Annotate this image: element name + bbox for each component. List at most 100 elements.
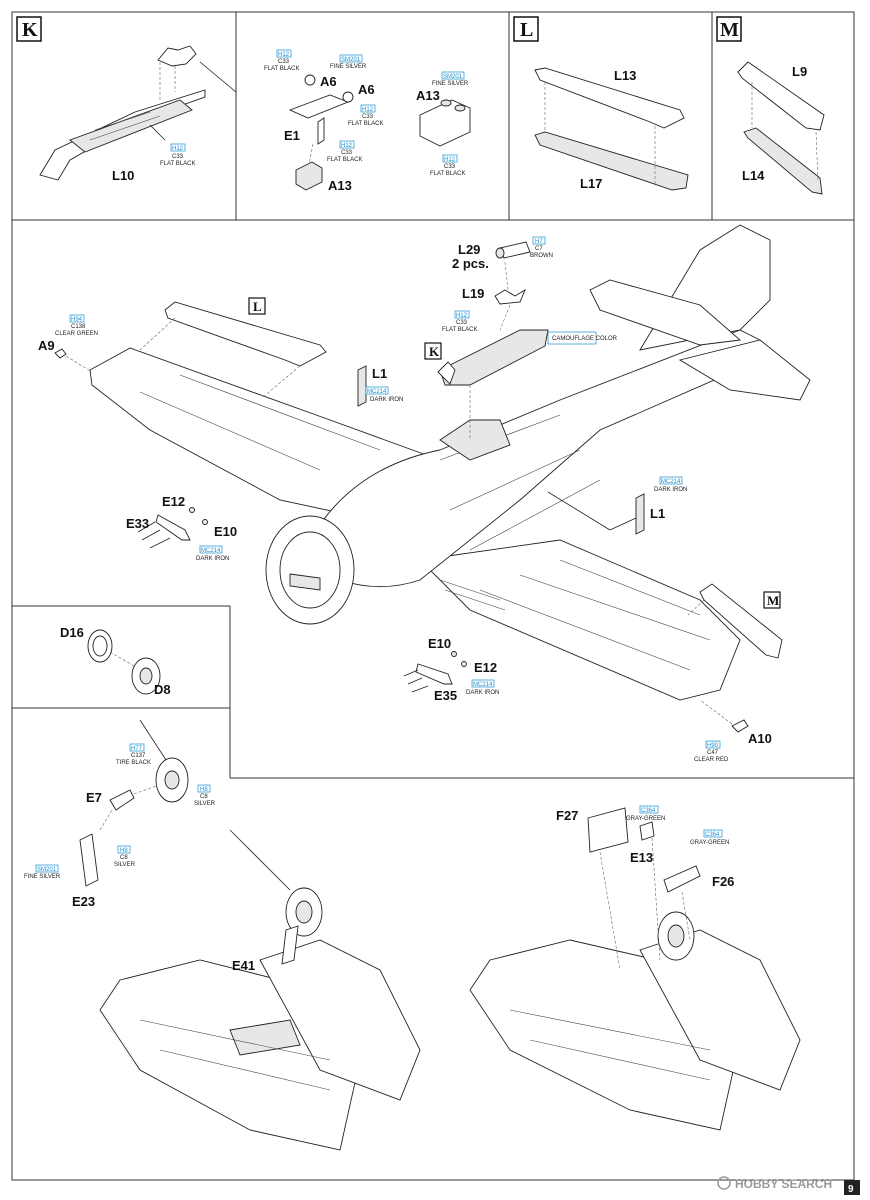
label-F26: F26 bbox=[712, 874, 734, 889]
main-section-m-badge bbox=[763, 591, 781, 609]
section-l-letter: L bbox=[520, 19, 533, 41]
section-k-badge bbox=[16, 16, 42, 42]
main-section-k-badge bbox=[424, 342, 442, 360]
label-A9: A9 bbox=[38, 338, 55, 353]
label-E41: E41 bbox=[232, 958, 255, 973]
label-L1-b: L1 bbox=[650, 506, 665, 521]
svg-text:C138: C138 bbox=[71, 324, 86, 330]
section-a6-e1: A6 A6 E1 A13 A13 H12 C33 FLAT BLACK SM20… bbox=[264, 49, 471, 193]
underside-view-right bbox=[469, 807, 801, 1131]
svg-text:C33: C33 bbox=[456, 320, 468, 326]
callout-silver-wheel: H8 C8 SILVER bbox=[194, 784, 216, 807]
label-L17: L17 bbox=[580, 176, 602, 191]
svg-text:FINE SILVER: FINE SILVER bbox=[24, 874, 61, 880]
svg-text:CLEAR GREEN: CLEAR GREEN bbox=[55, 331, 98, 337]
label-A6-a: A6 bbox=[320, 74, 337, 89]
svg-text:SM201: SM201 bbox=[443, 74, 463, 80]
callout-gray-green-f26: C364 GRAY-GREEN bbox=[690, 829, 729, 846]
label-D8: D8 bbox=[154, 682, 171, 697]
svg-text:FLAT BLACK: FLAT BLACK bbox=[442, 327, 477, 333]
label-A10: A10 bbox=[748, 731, 772, 746]
panel-frames bbox=[11, 11, 855, 1181]
label-L1-a: L1 bbox=[372, 366, 387, 381]
label-E12-b: E12 bbox=[474, 660, 497, 675]
callout-tire-black: H77 C137 TIRE BLACK bbox=[116, 743, 151, 766]
svg-text:H8: H8 bbox=[120, 848, 128, 854]
label-E33: E33 bbox=[126, 516, 149, 531]
callout-dark-iron-e10a: MC214 DARK IRON bbox=[196, 545, 229, 562]
label-A13-a: A13 bbox=[328, 178, 352, 193]
label-L13: L13 bbox=[614, 68, 636, 83]
svg-text:H77: H77 bbox=[131, 746, 143, 752]
svg-text:GRAY-GREEN: GRAY-GREEN bbox=[690, 840, 729, 846]
callout-fine-silver-e1: SM201 FINE SILVER bbox=[330, 54, 367, 70]
svg-text:C33: C33 bbox=[341, 150, 353, 156]
gun-barrels-right bbox=[403, 651, 467, 693]
section-m-letter: M bbox=[720, 19, 739, 41]
svg-text:H12: H12 bbox=[278, 52, 290, 58]
nav-light-a9 bbox=[54, 348, 93, 373]
svg-text:C7: C7 bbox=[535, 246, 543, 252]
svg-text:MC214: MC214 bbox=[367, 389, 387, 395]
section-k: K L10 H12 C33 FLAT BLACK bbox=[16, 16, 237, 183]
svg-text:K: K bbox=[429, 344, 440, 359]
svg-text:C33: C33 bbox=[278, 59, 290, 65]
label-E7: E7 bbox=[86, 790, 102, 805]
svg-text:MC214: MC214 bbox=[473, 682, 493, 688]
label-D16: D16 bbox=[60, 625, 84, 640]
svg-text:SILVER: SILVER bbox=[114, 862, 136, 868]
callout-flat-black-a13b: H12 C33 FLAT BLACK bbox=[430, 154, 465, 177]
section-l: L L13 L17 bbox=[513, 16, 689, 191]
callout-silver-e7: H8 C8 SILVER bbox=[114, 845, 136, 868]
main-aircraft-drawing bbox=[89, 224, 811, 701]
svg-text:GRAY-GREEN: GRAY-GREEN bbox=[626, 816, 665, 822]
section-l-badge bbox=[513, 16, 539, 42]
callout-flat-black-a6b: H12 C33 FLAT BLACK bbox=[348, 104, 383, 127]
callout-flat-black-a6: H12 C33 FLAT BLACK bbox=[264, 49, 299, 72]
page-number-text: 9 bbox=[848, 1184, 854, 1195]
svg-text:CLEAR RED: CLEAR RED bbox=[694, 757, 729, 763]
watermark: HOBBY SEARCH bbox=[717, 1176, 832, 1191]
main-floor-k: K CAMOUFLAGE COLOR bbox=[424, 329, 618, 440]
svg-text:C33: C33 bbox=[362, 114, 374, 120]
svg-text:SM201: SM201 bbox=[341, 57, 361, 63]
svg-text:TIRE BLACK: TIRE BLACK bbox=[116, 760, 151, 766]
svg-text:C8: C8 bbox=[120, 855, 128, 861]
page-number: 9 bbox=[844, 1180, 860, 1195]
label-L9: L9 bbox=[792, 64, 807, 79]
svg-text:FLAT BLACK: FLAT BLACK bbox=[160, 161, 195, 167]
callout-dark-iron-l1a: MC214 DARK IRON bbox=[365, 386, 403, 403]
svg-text:H94: H94 bbox=[71, 317, 83, 323]
callout-flat-black-l19: H12 C33 FLAT BLACK bbox=[442, 310, 477, 333]
svg-text:FLAT BLACK: FLAT BLACK bbox=[348, 121, 383, 127]
main-section-l-badge bbox=[248, 297, 266, 315]
label-L19: L19 bbox=[462, 286, 484, 301]
svg-text:SM201: SM201 bbox=[37, 867, 57, 873]
svg-text:H12: H12 bbox=[362, 107, 374, 113]
svg-text:DARK IRON: DARK IRON bbox=[466, 690, 499, 696]
wheel-d16-d8 bbox=[87, 629, 161, 695]
callout-clear-red: H90 C47 CLEAR RED bbox=[694, 740, 729, 763]
section-k-letter: K bbox=[22, 19, 38, 41]
label-A13-b: A13 bbox=[416, 88, 440, 103]
gun-mount-drawing bbox=[288, 74, 471, 191]
section-m-badge bbox=[716, 16, 742, 42]
gun-trough-l1 bbox=[357, 365, 645, 535]
svg-text:SILVER: SILVER bbox=[194, 801, 216, 807]
svg-text:DARK IRON: DARK IRON bbox=[196, 556, 229, 562]
svg-text:H12: H12 bbox=[341, 143, 353, 149]
underside-view-left bbox=[99, 829, 421, 1151]
svg-text:H12: H12 bbox=[172, 146, 184, 152]
callout-flat-black-k: H12 C33 FLAT BLACK bbox=[149, 124, 195, 167]
svg-text:C364: C364 bbox=[641, 808, 656, 814]
svg-text:MC214: MC214 bbox=[661, 479, 681, 485]
svg-text:M: M bbox=[767, 593, 779, 608]
svg-text:FLAT BLACK: FLAT BLACK bbox=[264, 66, 299, 72]
label-E35: E35 bbox=[434, 688, 457, 703]
watermark-text: HOBBY SEARCH bbox=[735, 1177, 832, 1191]
svg-text:C47: C47 bbox=[707, 750, 719, 756]
svg-text:FINE SILVER: FINE SILVER bbox=[432, 81, 469, 87]
svg-text:C33: C33 bbox=[444, 164, 456, 170]
svg-text:BROWN: BROWN bbox=[530, 253, 553, 259]
